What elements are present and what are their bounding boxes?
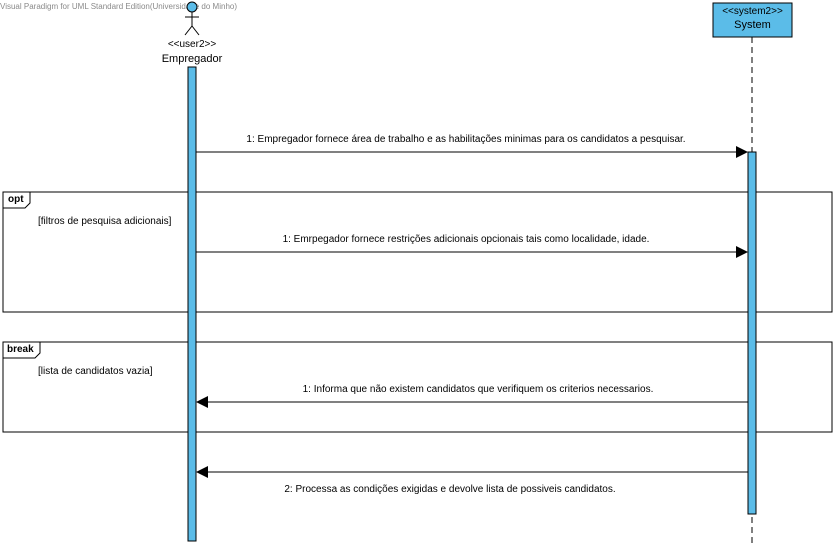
message-2-arrow[interactable]	[196, 466, 748, 478]
system-lifeline-box[interactable]	[712, 2, 793, 38]
break-operator-label: break	[7, 344, 34, 355]
message-opt-label: 1: Emrpegador fornece restrições adicion…	[282, 234, 650, 245]
message-1-arrow[interactable]	[196, 146, 748, 158]
actor-icon	[184, 1, 200, 36]
break-fragment[interactable]	[2, 341, 833, 433]
message-opt-arrow[interactable]	[196, 246, 748, 258]
watermark: Visual Paradigm for UML Standard Edition…	[0, 2, 238, 11]
message-break-label: 1: Informa que não existem candidatos qu…	[302, 384, 654, 395]
message-2-label: 2: Processa as condições exigidas e devo…	[284, 484, 616, 495]
opt-operator-label: opt	[8, 194, 24, 205]
opt-guard: [filtros de pesquisa adicionais]	[38, 216, 172, 227]
system-activation-bar	[747, 151, 757, 515]
actor-stereotype: <<user2>>	[167, 39, 217, 50]
actor-name: Empregador	[161, 53, 223, 65]
system-stereotype: <<system2>>	[722, 6, 783, 17]
break-guard: [lista de candidatos vazia]	[38, 366, 153, 377]
opt-fragment[interactable]	[2, 191, 833, 313]
message-break-arrow[interactable]	[196, 396, 748, 408]
system-name: System	[734, 19, 771, 31]
message-1-label: 1: Empregador fornece área de trabalho e…	[246, 134, 686, 145]
actor-activation-bar	[187, 66, 197, 542]
